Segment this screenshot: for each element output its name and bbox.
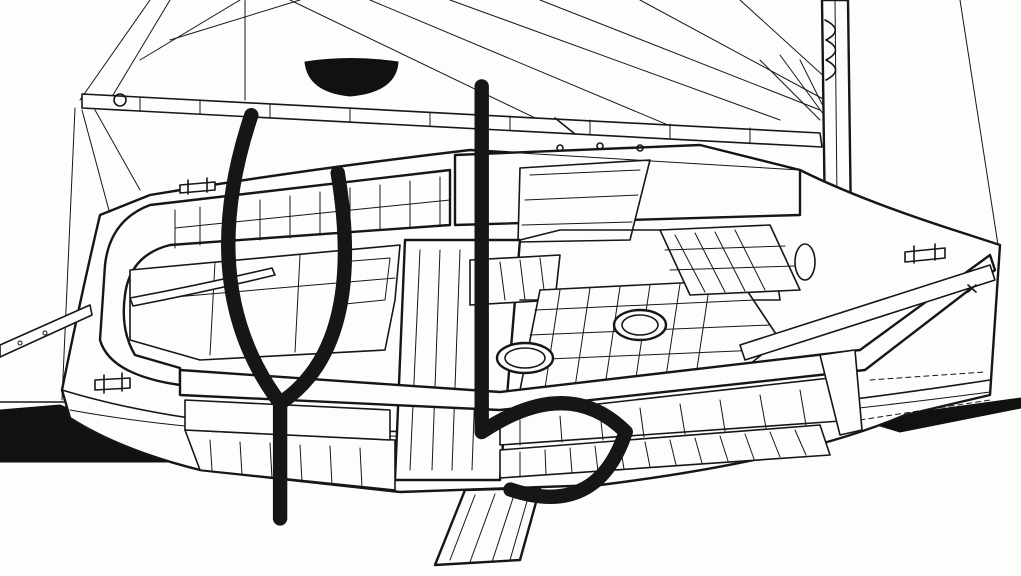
tiller xyxy=(129,267,276,307)
boom xyxy=(81,93,823,148)
side-deck xyxy=(178,253,997,446)
sail-window xyxy=(304,58,399,97)
rigging-lines xyxy=(61,0,999,401)
cockpit-coaming xyxy=(98,168,452,387)
bilge-section xyxy=(184,399,831,491)
side-rail xyxy=(0,304,93,358)
deck-cleats xyxy=(94,177,977,394)
cabin-hatch xyxy=(453,142,802,243)
portholes xyxy=(495,243,816,375)
